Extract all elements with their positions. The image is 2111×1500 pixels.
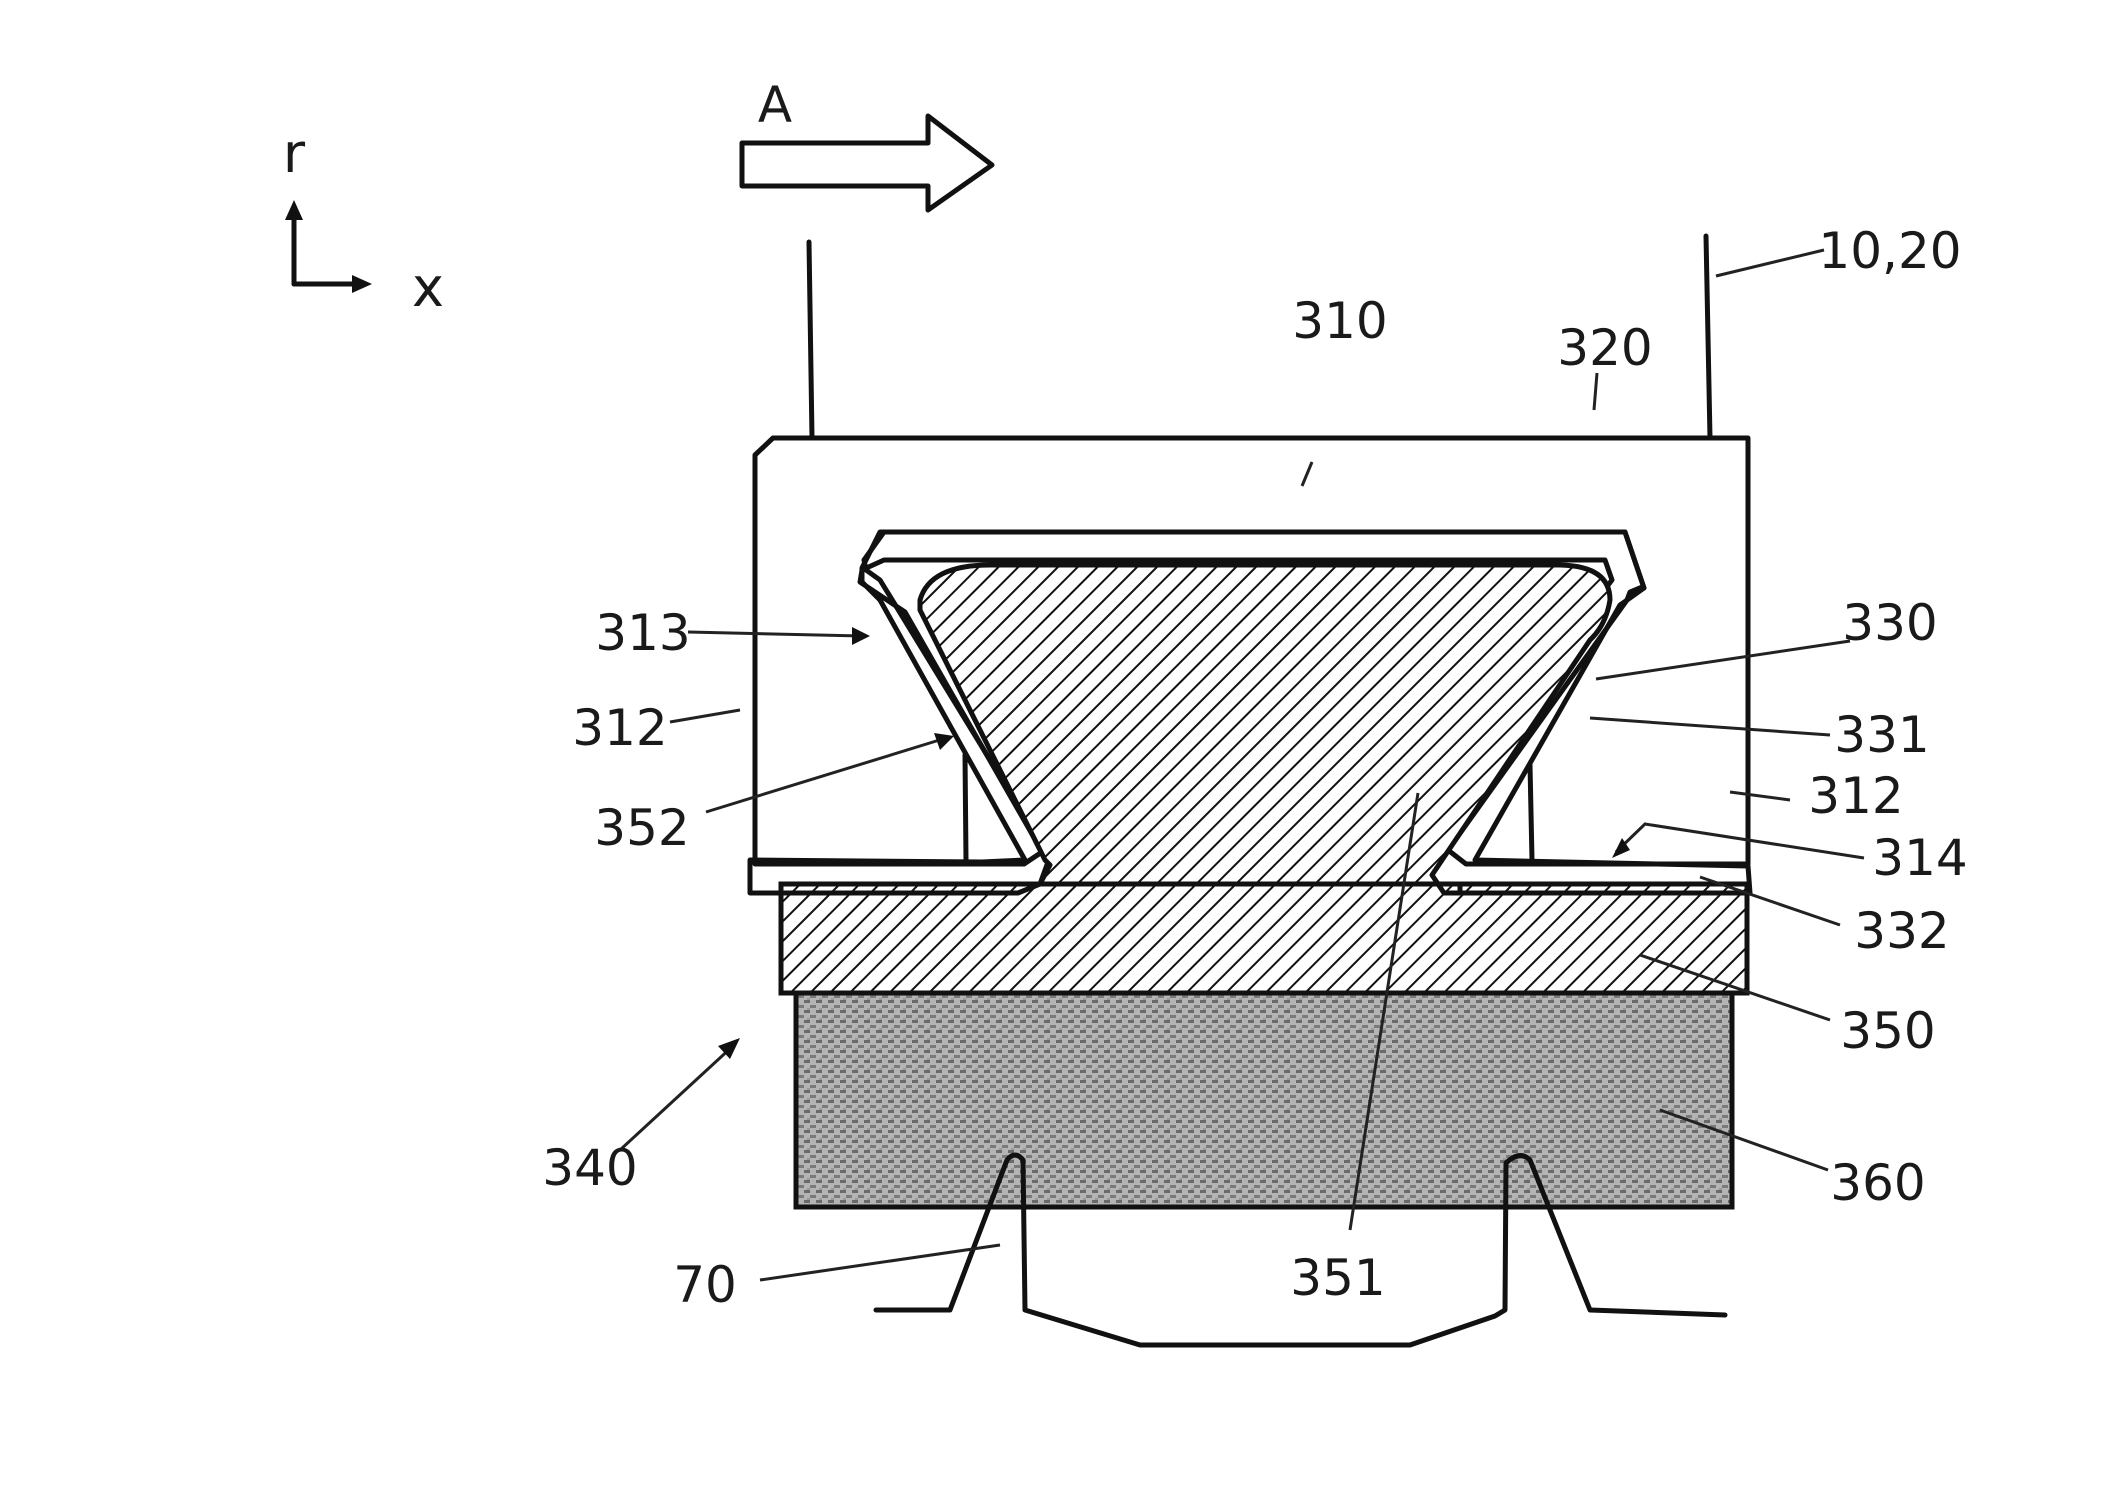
- casing-wall-left: [809, 242, 812, 438]
- label-350: 350: [1840, 1002, 1935, 1060]
- support-post-right: [1530, 765, 1532, 860]
- x-axis-label: x: [412, 256, 444, 319]
- leader-313-arrowhead: [852, 627, 870, 645]
- leader-313: [688, 632, 862, 636]
- support-post-left: [965, 755, 966, 860]
- casing-wall-right: [1706, 236, 1710, 438]
- leader-312-right: [1730, 792, 1790, 800]
- x-axis-arrowhead: [352, 275, 372, 293]
- label-320: 320: [1557, 319, 1652, 377]
- label-332: 332: [1854, 902, 1949, 960]
- leader-320: [1594, 373, 1597, 410]
- label-casing: 10,20: [1818, 222, 1961, 280]
- label-330: 330: [1842, 594, 1937, 652]
- r-axis-arrowhead: [285, 200, 303, 220]
- flow-arrow-label: A: [758, 76, 792, 134]
- label-352: 352: [594, 799, 689, 857]
- leader-340: [620, 1045, 734, 1150]
- label-351: 351: [1290, 1249, 1385, 1307]
- label-312-right: 312: [1808, 767, 1903, 825]
- leader-310: [1302, 462, 1312, 486]
- r-axis-label: r: [283, 122, 306, 185]
- label-331: 331: [1834, 706, 1929, 764]
- abradable-layer-360: [796, 993, 1732, 1207]
- leader-312-left: [670, 710, 740, 722]
- leader-352-arrowhead: [934, 733, 954, 750]
- leader-casing: [1716, 250, 1824, 276]
- label-313: 313: [595, 604, 690, 662]
- coordinate-axes: r x: [283, 122, 444, 319]
- leader-331: [1590, 718, 1830, 735]
- seal-body-351: [920, 565, 1610, 893]
- leader-352: [706, 738, 946, 812]
- leader-314: [1616, 824, 1864, 858]
- base-plate-350: [781, 884, 1747, 993]
- label-312-left: 312: [572, 699, 667, 757]
- label-360: 360: [1830, 1154, 1925, 1212]
- flow-direction-arrow: A: [742, 76, 992, 210]
- label-70: 70: [673, 1256, 737, 1314]
- label-314: 314: [1872, 829, 1967, 887]
- label-340: 340: [542, 1139, 637, 1197]
- leader-330: [1596, 641, 1850, 679]
- label-310: 310: [1292, 292, 1387, 350]
